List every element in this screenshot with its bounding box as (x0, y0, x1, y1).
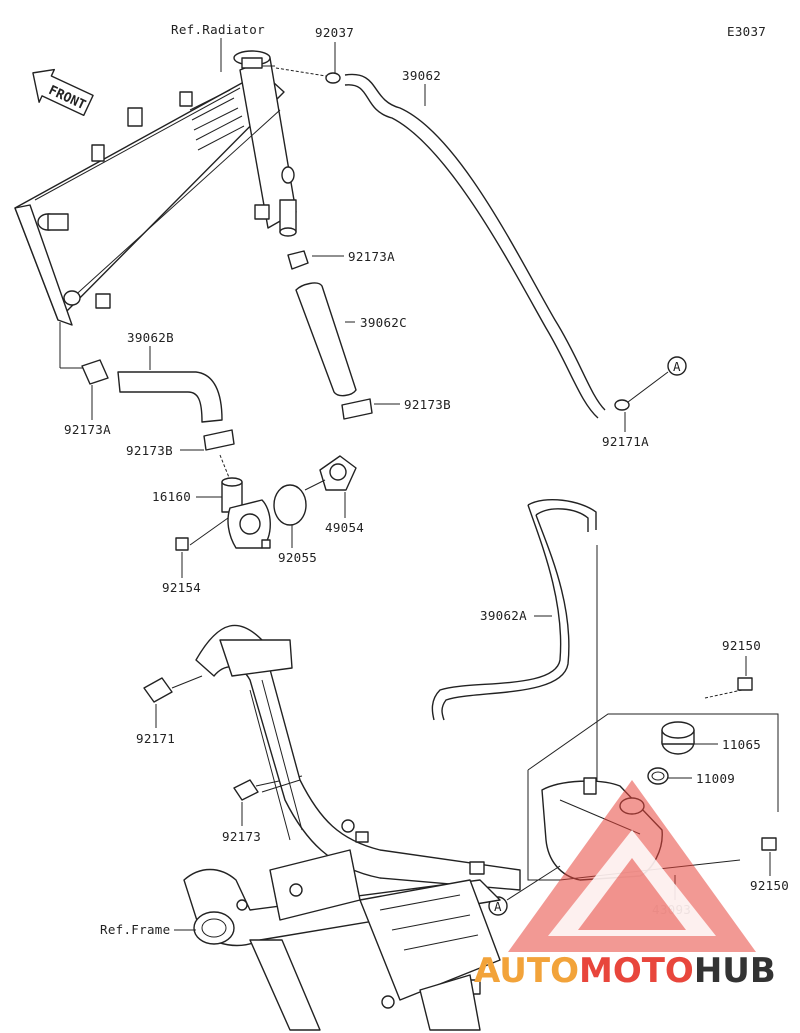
part-label-39062: 39062 (402, 68, 441, 83)
clamp-92171-icon (143, 677, 173, 703)
part-label-92173b-right: 92173B (404, 397, 451, 412)
thermostat-housing-16160-icon (221, 477, 271, 549)
part-label-16160: 16160 (152, 489, 191, 504)
frame-illustration (183, 624, 521, 1031)
clamp-92173-icon (233, 779, 259, 801)
radiator-illustration (14, 50, 297, 326)
clamp-92173b-left-icon (203, 429, 235, 451)
part-label-92150-bottom: 92150 (750, 878, 789, 893)
part-label-11065: 11065 (722, 737, 761, 752)
clamp-92171a-icon (614, 399, 630, 411)
svg-text:A: A (673, 359, 681, 374)
reservoir-cap-11065-icon (661, 721, 695, 755)
part-label-92171a: 92171A (602, 434, 649, 449)
o-ring-92055-icon (273, 484, 307, 526)
bolt-92150-top-icon (737, 677, 753, 691)
clamp-92173a-left-icon (81, 359, 109, 385)
ref-frame-label: Ref.Frame (100, 922, 170, 937)
svg-text:AUTOMOTOHUB: AUTOMOTOHUB (474, 951, 776, 991)
bolt-92150-bottom-icon (761, 837, 777, 851)
callout-a-top (667, 356, 687, 376)
diagram-code: E3037 (727, 24, 766, 39)
front-arrow-icon: FRONT (32, 68, 94, 117)
part-label-39062a: 39062A (480, 608, 527, 623)
hose-39062c-icon (295, 282, 357, 397)
clamp-92173b-right-icon (341, 398, 373, 420)
part-label-92173a-left: 92173A (64, 422, 111, 437)
watermark-logo: AUTOMOTOHUB (474, 780, 776, 991)
part-label-92171: 92171 (136, 731, 175, 746)
bolt-92154-icon (175, 537, 189, 551)
part-label-92055: 92055 (278, 550, 317, 565)
ref-radiator-label: Ref.Radiator (171, 22, 265, 37)
clamp-92037-icon (325, 72, 341, 84)
watermark-text-moto: MOTO (579, 951, 694, 991)
clamp-92173a-top-icon (287, 250, 309, 270)
watermark-text-auto: AUTO (474, 951, 579, 991)
part-label-92173b-left: 92173B (126, 443, 173, 458)
part-label-39062b: 39062B (127, 330, 174, 345)
svg-text:A: A (494, 899, 502, 914)
watermark-text-hub: HUB (694, 951, 776, 991)
gasket-11009-icon (647, 767, 669, 785)
hose-39062a-icon (527, 499, 597, 530)
part-label-92173: 92173 (222, 829, 261, 844)
part-label-92154: 92154 (162, 580, 201, 595)
part-label-49054: 49054 (325, 520, 364, 535)
hose-39062b-icon (117, 371, 223, 423)
part-label-92150-top: 92150 (722, 638, 761, 653)
part-label-92037: 92037 (315, 25, 354, 40)
part-label-39062c: 39062C (360, 315, 407, 330)
thermostat-49054-icon (319, 455, 357, 491)
part-label-11009: 11009 (696, 771, 735, 786)
part-label-92173a-top: 92173A (348, 249, 395, 264)
